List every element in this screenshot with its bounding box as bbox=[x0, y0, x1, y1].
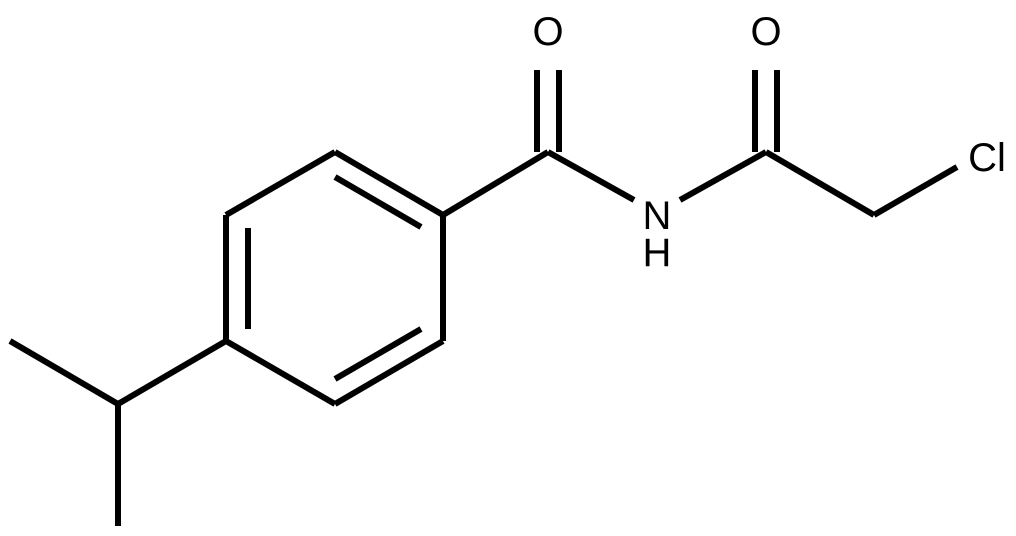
bond-acyl-methylene bbox=[764, 149, 876, 218]
bond-isopropyl-ring bbox=[116, 338, 228, 407]
oxygen-label-benzoyl: O bbox=[532, 10, 563, 54]
ring-bond-6 bbox=[224, 338, 337, 407]
ring-bond-2 bbox=[224, 149, 337, 218]
hydrogen-label: H bbox=[643, 231, 672, 275]
oxygen-label-acyl: O bbox=[750, 10, 781, 54]
bond-nitrogen-acyl bbox=[678, 149, 768, 203]
ring-bond-5-inner bbox=[333, 326, 423, 382]
bond-methyl-upper bbox=[8, 338, 120, 407]
ring-bond-3-inner bbox=[333, 174, 423, 230]
bond-methylene-chlorine bbox=[872, 164, 959, 218]
bond-carbonyl-nitrogen bbox=[546, 149, 636, 203]
chlorine-label: Cl bbox=[968, 136, 1006, 180]
nitrogen-label: N bbox=[643, 194, 672, 238]
ring-bond-5 bbox=[333, 338, 445, 407]
bond-ring-carbonyl bbox=[441, 149, 550, 218]
ring-bond-3 bbox=[333, 149, 445, 218]
